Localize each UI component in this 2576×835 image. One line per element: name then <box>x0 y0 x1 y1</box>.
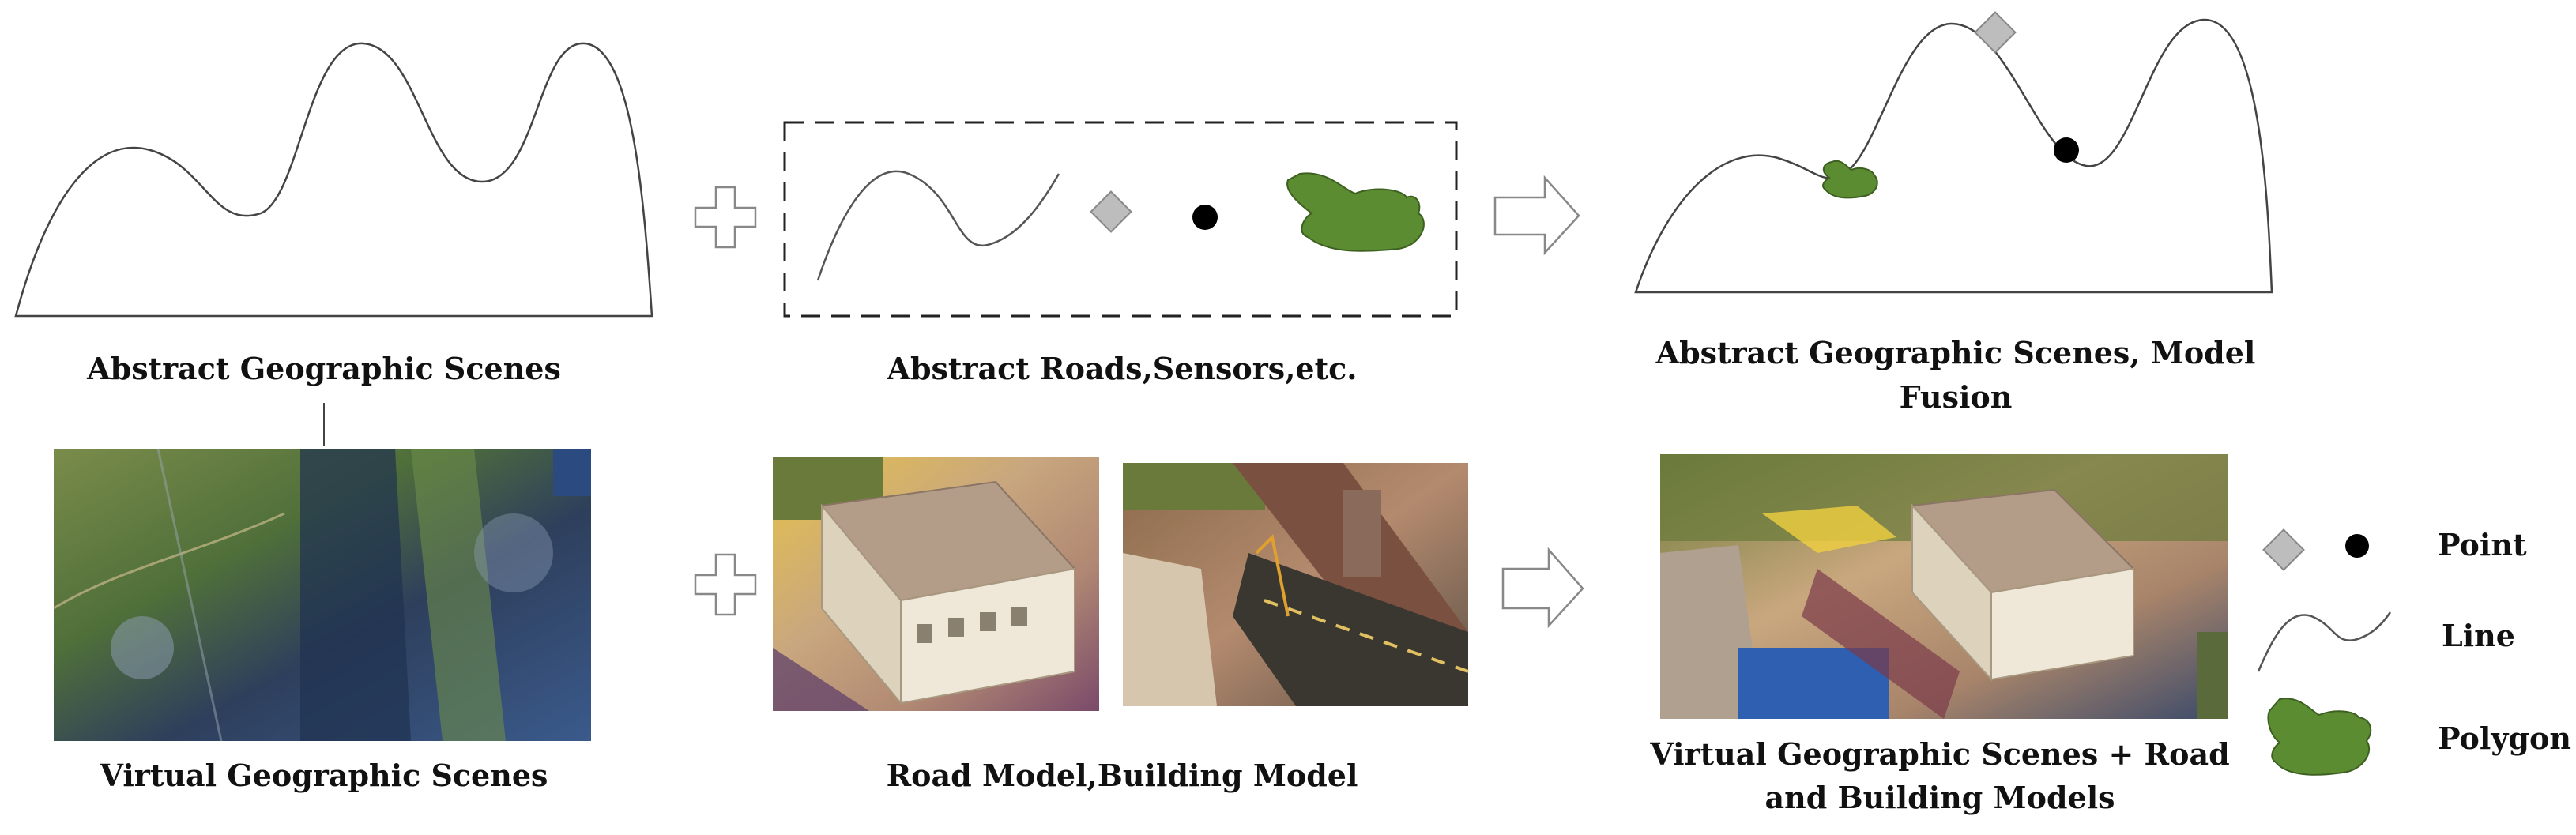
caption-fusion-line2: Fusion <box>1899 379 2013 415</box>
legend-polygon-icon <box>2267 698 2372 776</box>
road-model-image <box>1123 463 1469 706</box>
diamond-point-icon <box>1090 190 1132 233</box>
caption-virtual-fusion-line1: Virtual Geographic Scenes + Road <box>1650 736 2230 772</box>
abstract-terrain-outline <box>14 42 653 318</box>
caption-fusion-line1: Abstract Geographic Scenes, Model <box>1655 335 2256 370</box>
legend-label-point: Point <box>2438 527 2527 562</box>
plus-icon <box>694 186 757 249</box>
caption-abstract-roads: Abstract Roads,Sensors,etc. <box>887 351 1358 386</box>
fusion-terrain-outline <box>1634 18 2273 294</box>
abstract-elements-box <box>783 121 1458 318</box>
legend-label-polygon: Polygon <box>2438 720 2571 756</box>
fusion-dot-icon <box>2054 137 2079 163</box>
fusion-diamond-icon <box>1974 11 2017 54</box>
legend-dot-icon <box>2345 534 2369 558</box>
caption-abstract-scenes: Abstract Geographic Scenes <box>87 351 561 386</box>
legend-label-line: Line <box>2442 618 2515 653</box>
dot-point-icon <box>1192 205 1218 230</box>
legend-diamond-icon <box>2262 528 2305 571</box>
polygon-blob-icon <box>1286 172 1425 252</box>
building-model-image <box>773 457 1099 711</box>
caption-road-building: Road Model,Building Model <box>886 758 1358 793</box>
aerial-scene-image <box>53 448 591 742</box>
right-arrow-icon <box>1493 175 1580 256</box>
fusion-polygon-icon <box>1822 160 1878 199</box>
fused-scene-image <box>1660 454 2228 719</box>
right-arrow-icon-bottom <box>1501 547 1584 629</box>
caption-virtual-scenes: Virtual Geographic Scenes <box>100 758 548 793</box>
plus-icon-bottom <box>694 553 757 616</box>
legend-line-icon <box>2257 611 2392 672</box>
abstract-line-icon <box>816 170 1060 281</box>
caption-virtual-fusion-line2: and Building Models <box>1764 780 2115 815</box>
